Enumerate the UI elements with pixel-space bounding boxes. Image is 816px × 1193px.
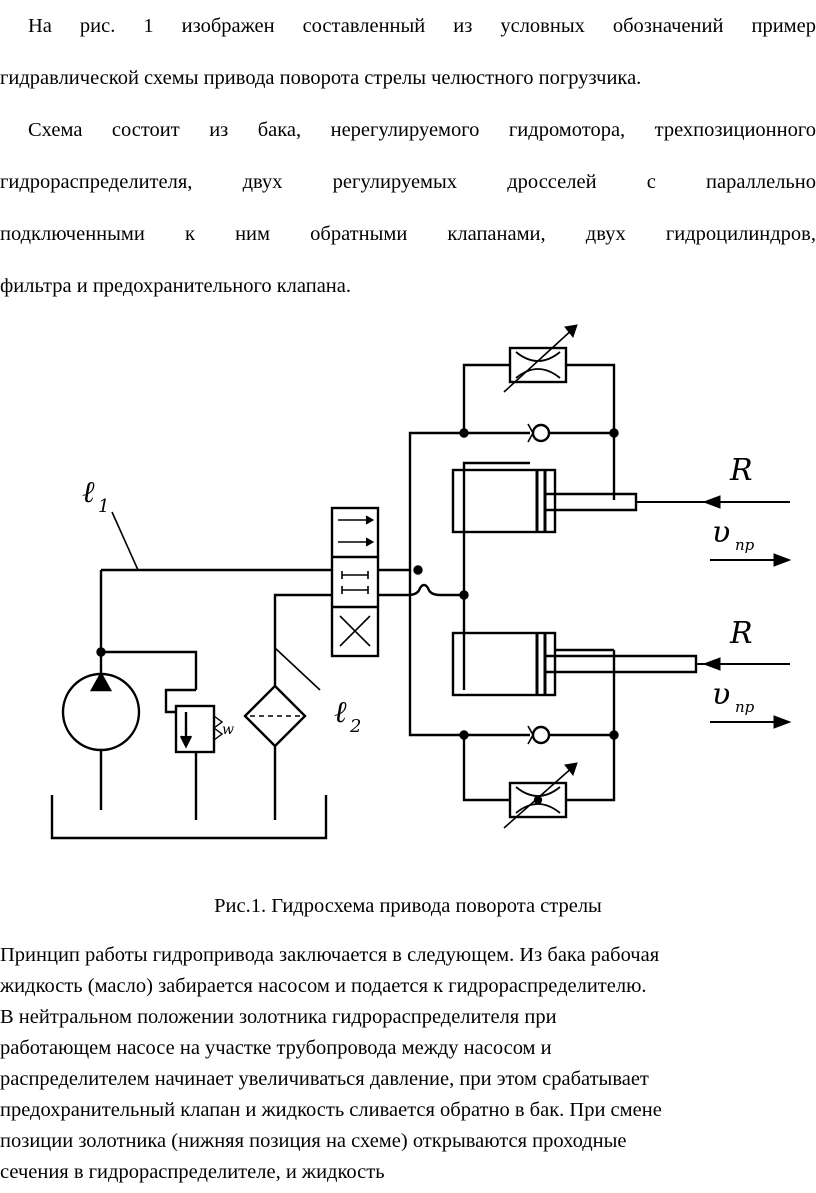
lower-throttle-branch xyxy=(459,478,619,829)
text-line: В нейтральном положении золотника гидрор… xyxy=(0,1006,557,1028)
text-line: сечения в гидрораспределителе, и жидкост… xyxy=(0,1161,385,1183)
directional-valve xyxy=(330,506,380,658)
label-velocity-bottom: υ xyxy=(712,677,730,712)
line-lower xyxy=(408,570,530,737)
text-line: жидкость (масло) забирается насосом и по… xyxy=(0,975,647,997)
lower-cylinder xyxy=(451,631,792,729)
leader-line xyxy=(111,511,139,571)
tank xyxy=(50,795,328,840)
label-l2-sub: 2 xyxy=(349,716,361,737)
text-line: гидрораспределителя, двух регулируемых д… xyxy=(0,171,816,193)
figure-caption: Рис.1. Гидросхема привода поворота стрел… xyxy=(214,895,602,917)
text-line: На рис. 1 изображен составленный из усло… xyxy=(28,15,816,37)
label-velocity-bottom-sub: пр xyxy=(735,698,755,716)
label-l1-sub: 1 xyxy=(98,496,109,517)
label-force-bottom: R xyxy=(729,616,753,651)
text-line: Принцип работы гидропривода заключается … xyxy=(0,944,660,966)
label-force-top: R xyxy=(729,453,753,488)
line-cross xyxy=(378,461,530,597)
label-l1: ℓ xyxy=(82,475,95,510)
text-line: фильтра и предохранительного клапана. xyxy=(0,275,352,297)
label-velocity-top: υ xyxy=(712,515,730,550)
label-l2: ℓ xyxy=(334,695,347,730)
text-line: предохранительный клапан и жидкость слив… xyxy=(0,1099,662,1121)
text-line: позиции золотника (нижняя позиция на схе… xyxy=(0,1130,627,1152)
body-paragraph: Принцип работы гидропривода заключается … xyxy=(0,940,816,1188)
text-line: распределителем начинает увеличиваться д… xyxy=(0,1068,649,1090)
text-line: работающем насосе на участке трубопровод… xyxy=(0,1037,552,1059)
filter-symbol xyxy=(243,593,332,820)
text-line: подключенными к ним обратными клапанами,… xyxy=(0,223,816,245)
pump-symbol xyxy=(61,570,141,810)
upper-throttle-branch xyxy=(459,324,619,478)
intro-paragraph-2: Схема состоит из бака, нерегулируемого г… xyxy=(0,104,816,312)
hydraulic-schematic: ℓ 1 ℓ 2 w R υ пр R υ пр xyxy=(50,324,792,840)
leader-line xyxy=(274,647,321,691)
line-upper xyxy=(378,431,530,572)
upper-cylinder xyxy=(451,468,792,567)
relief-valve xyxy=(101,650,224,820)
text-line: гидравлической схемы привода поворота ст… xyxy=(0,67,642,89)
text-line: Схема состоит из бака, нерегулируемого г… xyxy=(28,119,816,141)
label-w: w xyxy=(222,722,234,738)
intro-paragraph-1: На рис. 1 изображен составленный из усло… xyxy=(0,0,816,104)
label-velocity-top-sub: пр xyxy=(735,536,755,554)
